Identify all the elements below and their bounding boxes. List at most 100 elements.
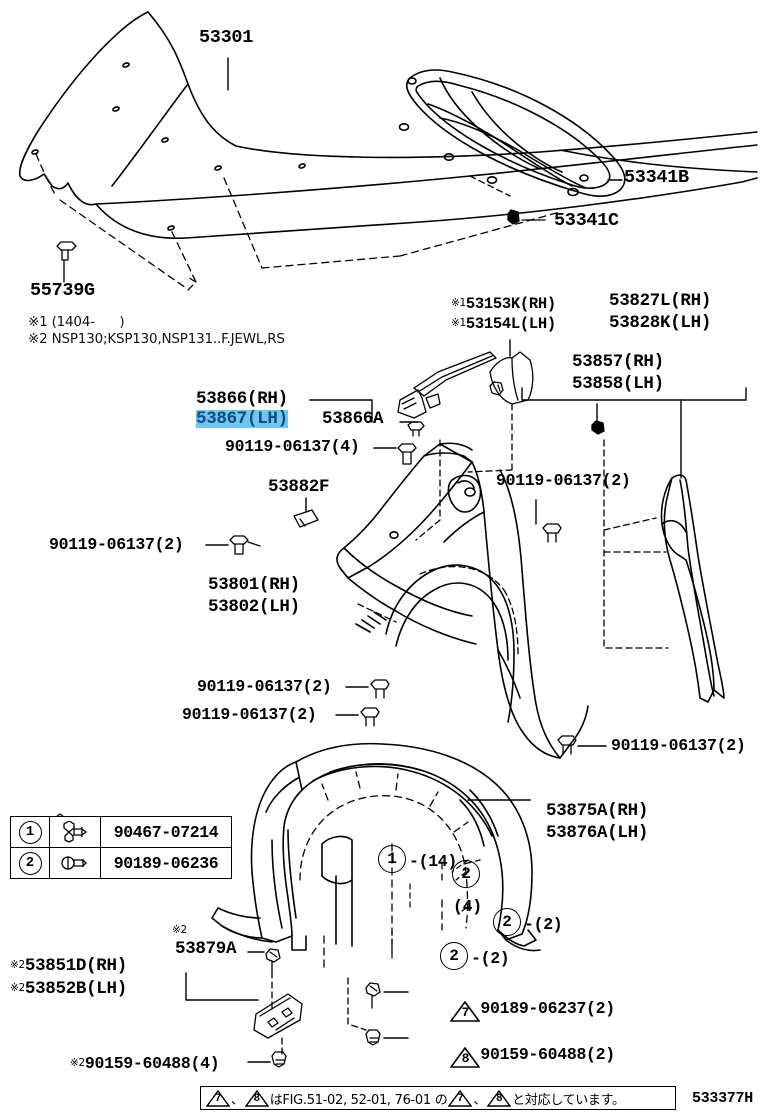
legend-table: 1 90467-07214 2 xyxy=(10,816,232,879)
label-53866: 53866(RH) xyxy=(196,389,288,409)
callout-1-14: 1 -(14) xyxy=(378,845,457,873)
circle-1: 1 xyxy=(378,845,406,873)
label-53802: 53802(LH) xyxy=(208,597,300,617)
clip-90189-06237-icon xyxy=(365,982,381,1009)
label-90119-06137-2b: 90119-06137(2) xyxy=(496,471,631,490)
callout-2-qty-2a: -(2) xyxy=(524,915,563,935)
label-53866a: 53866A xyxy=(322,409,384,429)
label-53341c: 53341C xyxy=(554,210,619,231)
seal-53827l-drawing xyxy=(660,474,725,703)
footnote-seg3: 、 xyxy=(473,1092,487,1108)
callout-1-qty: -(14) xyxy=(409,852,458,872)
bolt-90119-f-icon xyxy=(557,735,577,755)
label-90119-06137-2e: 90119-06137(2) xyxy=(611,736,746,755)
legend-icon-cell-2 xyxy=(50,848,101,878)
lower-seal-drawing xyxy=(253,993,303,1039)
legend-icon-cell-1 xyxy=(50,817,101,847)
circle-num-2: 2 xyxy=(18,851,42,875)
star2-mark-b: ※2 xyxy=(10,982,25,994)
footnote-seg1: 、 xyxy=(231,1092,244,1108)
retainer-53866a-drawing xyxy=(407,421,425,437)
label-53827l: 53827L(RH) xyxy=(609,291,712,311)
circle-2-b: 2 xyxy=(493,908,521,936)
label-53801: 53801(RH) xyxy=(208,575,300,595)
legend-num-cell-2: 2 xyxy=(11,848,50,878)
circle-2-c: 2 xyxy=(440,942,468,970)
circle-num-1: 1 xyxy=(18,820,42,844)
star2-mark-a: ※2 xyxy=(10,959,25,971)
clip-53879a-icon xyxy=(265,948,281,973)
legend-row-1: 1 90467-07214 xyxy=(11,817,231,848)
bolt-90119-a-icon xyxy=(397,443,417,465)
callout-2-qty-2b: -(2) xyxy=(471,949,510,969)
bracket-53153k-drawing xyxy=(489,351,534,405)
label-53828k: 53828K(LH) xyxy=(609,313,712,333)
bolt-90119-d-icon xyxy=(370,679,390,699)
label-90119-06137-2d: 90119-06137(2) xyxy=(182,705,317,724)
triangle-8-footnote-icon-b: 8 xyxy=(487,1089,512,1107)
note-star2: ※2 NSP130;KSP130,NSP131..F.JEWL,RS xyxy=(28,331,285,347)
clip-53857-icon xyxy=(591,415,605,435)
label-55739g: 55739G xyxy=(30,280,95,301)
label-90189-06237: 7 90189-06237(2) xyxy=(412,984,615,1040)
bolt-90159-60488-icon xyxy=(365,1029,381,1046)
callout-2-2a: 2 -(2) xyxy=(493,908,563,936)
bolt-90119-c-icon xyxy=(542,523,562,543)
label-53858: 53858(LH) xyxy=(572,374,664,394)
label-90159-60488-4: ※290159-60488(4) xyxy=(70,1054,220,1073)
label-53857: 53857(RH) xyxy=(572,352,664,372)
triangle-8-footnote-icon: 8 xyxy=(244,1089,269,1107)
clip-53882f-icon xyxy=(293,509,319,528)
callout-2-2b: 2 -(2) xyxy=(440,942,510,970)
footnote-seg2: はFIG.51-02, 52-01, 76-01 の xyxy=(269,1092,448,1108)
bolt-90119-b-icon xyxy=(229,535,261,555)
legend-part-2: 90189-06236 xyxy=(113,853,219,873)
hood-panel-drawing xyxy=(18,11,758,240)
label-53882f: 53882F xyxy=(268,477,330,497)
label-90119-06137-2a: 90119-06137(2) xyxy=(49,535,184,554)
bolt-90159-a-icon xyxy=(271,1051,287,1068)
triangle-7-footnote-icon: 7 xyxy=(206,1089,230,1107)
bolt-90119-e-icon xyxy=(360,707,380,727)
note-star1: ※1 (1404- ) xyxy=(28,314,125,330)
triangle-7-icon: 7 xyxy=(450,1001,481,1023)
bracket-53851d xyxy=(185,972,259,1001)
label-53154l: ※153154L(LH) xyxy=(451,315,556,333)
fender-liner-drawing xyxy=(211,742,541,952)
fender-panel-drawing xyxy=(336,442,589,759)
star1-mark-b: ※1 xyxy=(451,317,466,329)
label-53867-highlighted: 53867(LH) xyxy=(196,409,288,429)
star1-mark-a: ※1 xyxy=(451,297,466,309)
star2-mark-c: ※2 xyxy=(70,1057,85,1069)
retainer-53866-drawing xyxy=(397,351,497,419)
callout-2-4: 2 xyxy=(452,860,480,888)
clip-53341c-icon xyxy=(507,209,546,225)
bolt-55739g-icon xyxy=(56,241,77,283)
push-pin-clip-icon xyxy=(61,856,87,870)
label-53852b: ※253852B(LH) xyxy=(10,979,127,999)
label-53879a: 53879A xyxy=(175,939,237,959)
hood-insulator-drawing xyxy=(398,69,626,198)
legend-num-cell-1: 1 xyxy=(11,817,50,847)
triangle-7-footnote-icon-b: 7 xyxy=(448,1089,473,1107)
legend-part-1: 90467-07214 xyxy=(113,822,219,842)
label-90119-06137-2c: 90119-06137(2) xyxy=(197,677,332,696)
label-53301: 53301 xyxy=(199,27,254,48)
label-53875a: 53875A(RH) xyxy=(546,801,649,821)
label-90159-60488-2: 8 90159-60488(2) xyxy=(412,1030,615,1086)
circle-2-a: 2 xyxy=(452,860,480,888)
star2-mark-53879a: ※2 xyxy=(172,924,187,936)
label-53876a: 53876A(LH) xyxy=(546,823,649,843)
diagram-number: 533377H xyxy=(692,1090,753,1107)
grommet-clip-icon xyxy=(63,821,88,843)
label-53851d: ※253851D(RH) xyxy=(10,956,127,976)
legend-row-2: 2 90189-06236 xyxy=(11,848,231,878)
label-53153k: ※153153K(RH) xyxy=(451,295,556,313)
label-53341b: 53341B xyxy=(624,167,689,188)
callout-2-qty-4: (4) xyxy=(453,897,482,916)
triangle-8-icon: 8 xyxy=(450,1047,481,1069)
label-90119-06137-4: 90119-06137(4) xyxy=(225,437,360,456)
footnote-seg4: と対応しています。 xyxy=(512,1092,625,1108)
